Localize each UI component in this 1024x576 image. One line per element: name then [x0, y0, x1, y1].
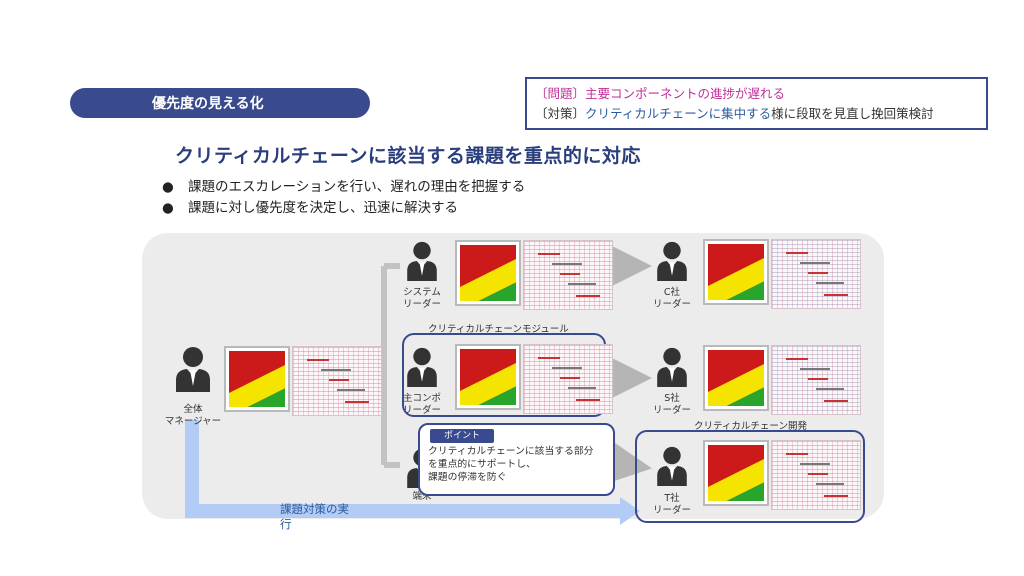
person-icon [656, 241, 688, 281]
slide-heading: クリティカルチェーンに該当する課題を重点的に対応 [175, 145, 641, 167]
system-leader-label: システムリーダー [402, 287, 441, 310]
gantt-chart [771, 440, 861, 510]
callout-line: を重点的にサポートし、 [428, 459, 536, 470]
measure-text: 〔対策〕クリティカルチェーンに集中する様に段取を見直し挽回策検討 [535, 104, 978, 124]
issue-measure-box: 〔問題〕主要コンポーネントの進捗が遅れる 〔対策〕クリティカルチェーンに集中する… [525, 77, 988, 130]
bullet-text: 課題のエスカレーションを行い、遅れの理由を把握する [188, 179, 526, 195]
person-icon [406, 347, 438, 387]
buffer-chart-thumbnail [703, 345, 861, 415]
fever-chart [703, 440, 769, 506]
countermeasure-arrow-label: 課題対策の実 行 [280, 502, 349, 531]
module-box-label: クリティカルチェーンモジュール [428, 324, 569, 335]
bullet-mark: ● [162, 179, 174, 195]
buffer-chart-thumbnail [224, 346, 382, 416]
bullet-text: 課題に対し優先度を決定し、迅速に解決する [188, 200, 458, 216]
fever-chart [703, 239, 769, 305]
buffer-chart-thumbnail [455, 344, 613, 414]
bullet-list: ● 課題のエスカレーションを行い、遅れの理由を把握する ● 課題に対し優先度を決定し… [162, 177, 525, 219]
main-component-leader-label: 主コンポリーダー [402, 393, 441, 416]
person-icon [656, 446, 688, 486]
fever-chart [455, 344, 521, 410]
callout-line: 課題の停滞を防ぐ [428, 472, 507, 483]
problem-text: 〔問題〕主要コンポーネントの進捗が遅れる [535, 86, 786, 101]
gantt-chart [292, 346, 382, 416]
buffer-chart-thumbnail [703, 239, 861, 309]
measure-suffix: 様に段取を見直し挽回策検討 [771, 106, 934, 121]
bullet-mark: ● [162, 200, 174, 216]
callout-line: クリティカルチェーンに該当する部分 [428, 446, 594, 457]
buffer-chart-thumbnail [455, 240, 613, 310]
dev-box-label: クリティカルチェーン開発 [694, 421, 807, 432]
person-icon [175, 346, 211, 392]
fever-chart [455, 240, 521, 306]
measure-prefix: 〔対策〕 [535, 106, 586, 121]
c-company-leader-label: C社リーダー [652, 287, 691, 310]
point-tag: ポイント [430, 429, 494, 443]
overall-manager-label: 全体マネージャー [164, 404, 222, 427]
person-icon [656, 347, 688, 387]
point-callout: ポイント クリティカルチェーンに該当する部分 を重点的にサポートし、 課題の停滞… [418, 423, 615, 496]
gantt-chart [523, 240, 613, 310]
gantt-chart [523, 344, 613, 414]
s-company-leader-label: S社リーダー [652, 393, 691, 416]
buffer-chart-thumbnail [703, 440, 861, 510]
bullet-item: ● 課題のエスカレーションを行い、遅れの理由を把握する [162, 177, 525, 198]
t-company-leader-label: T社リーダー [652, 493, 691, 516]
terminal-leader-label: 端末 [412, 491, 432, 502]
gantt-chart [771, 345, 861, 415]
critical-chain-dev-box [635, 430, 865, 523]
measure-highlight: クリティカルチェーンに集中する [585, 106, 772, 121]
person-icon [406, 241, 438, 281]
bullet-item: ● 課題に対し優先度を決定し、迅速に解決する [162, 198, 525, 219]
gantt-chart [771, 239, 861, 309]
section-label: 優先度の見える化 [70, 88, 370, 118]
fever-chart [224, 346, 290, 412]
fever-chart [703, 345, 769, 411]
